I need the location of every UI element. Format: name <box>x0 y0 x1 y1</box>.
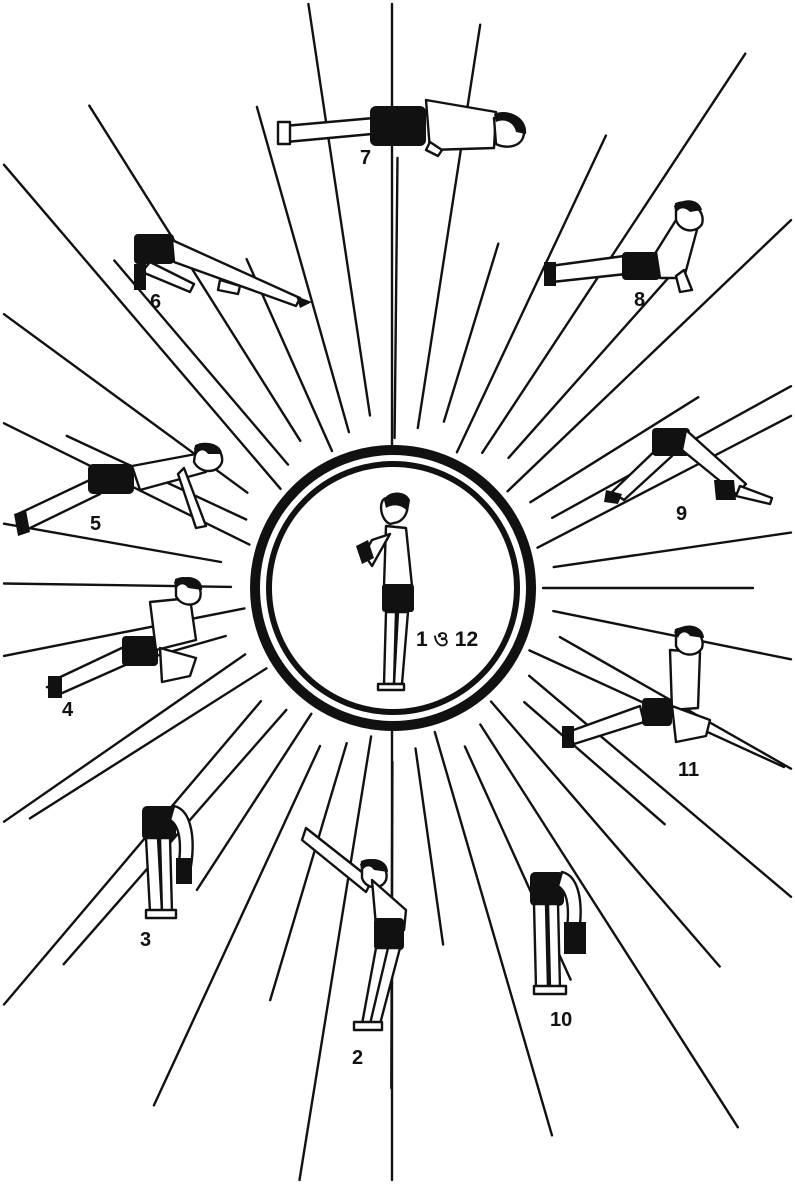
pose-8-label: 8 <box>634 289 645 311</box>
ray-line <box>416 748 444 944</box>
ray-line <box>418 25 480 428</box>
ray-line <box>395 158 398 438</box>
ray-line <box>444 244 498 422</box>
pose-4-label: 4 <box>62 699 74 721</box>
pose-7-figure <box>278 100 526 156</box>
ray-line <box>4 165 281 489</box>
pose-11-label: 11 <box>678 759 699 781</box>
pose-10-label: 10 <box>550 1009 572 1031</box>
ray-line <box>89 106 300 441</box>
pose-2-label: 2 <box>352 1047 363 1069</box>
pose-11-figure <box>562 625 710 748</box>
pose-5-figure <box>14 443 222 536</box>
ray-line <box>300 736 372 1180</box>
ray-line <box>554 533 791 568</box>
pose-6-label: 6 <box>150 291 161 313</box>
pose-5-label: 5 <box>90 513 101 535</box>
ray-line <box>509 266 679 458</box>
ray-line <box>482 54 745 453</box>
ray-line <box>480 725 738 1128</box>
ray-line <box>4 524 221 562</box>
pose-7-label: 7 <box>360 147 371 169</box>
pose-3-figure <box>142 806 193 918</box>
pose-10-figure <box>530 872 586 994</box>
ray-line <box>457 136 606 453</box>
pose-3-label: 3 <box>140 929 151 951</box>
center-pose-label: 1 ও 12 <box>416 628 478 651</box>
ray-line <box>308 4 370 416</box>
pose-9-label: 9 <box>676 503 687 525</box>
pose-4-figure <box>48 577 202 698</box>
